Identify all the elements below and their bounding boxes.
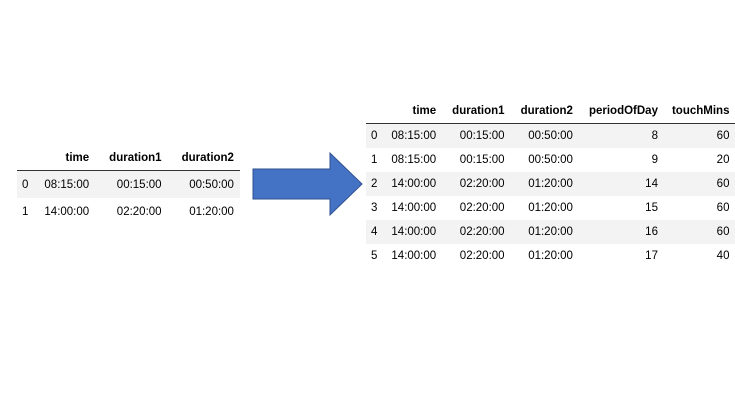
row-index: 0 [371,130,378,142]
cell-time: 14:00:00 [391,178,437,190]
output-dataframe-table: time duration1 duration2 periodOfDay tou… [366,99,735,268]
cell-duration2: 00:50:00 [528,130,573,142]
row-index: 4 [371,226,378,238]
cell-duration2: 01:20:00 [528,178,573,190]
input-dataframe-table: time duration1 duration2 0 08:15:00 00:1… [17,146,240,225]
cell-touchmins: 60 [716,178,730,190]
cell-periodofday: 17 [645,250,658,262]
table-row: 2 14:00:00 02:20:00 01:20:00 14 60 [366,172,735,196]
cell-touchmins: 20 [716,154,730,166]
table-row: 5 14:00:00 02:20:00 01:20:00 17 40 [366,244,735,268]
table-header-row: time duration1 duration2 periodOfDay tou… [366,99,735,124]
table-row: 0 08:15:00 00:15:00 00:50:00 8 60 [366,123,735,148]
cell-duration1: 02:20:00 [459,178,505,190]
row-index: 1 [22,205,29,218]
cell-periodofday: 16 [645,226,658,238]
table-header-row: time duration1 duration2 [17,146,240,171]
column-header-duration2: duration2 [520,105,573,117]
column-header-touchmins: touchMins [671,105,730,117]
column-header-duration2: duration2 [181,152,234,164]
cell-time: 14:00:00 [391,250,437,262]
right-arrow-icon [252,151,363,217]
cell-periodofday: 14 [645,178,658,190]
cell-duration1: 02:20:00 [459,226,505,238]
cell-time: 08:15:00 [391,130,437,142]
table-row: 3 14:00:00 02:20:00 01:20:00 15 60 [366,196,735,220]
cell-time: 14:00:00 [44,205,90,218]
column-header-time: time [412,105,437,117]
cell-duration1: 02:20:00 [116,205,162,218]
cell-periodofday: 9 [651,154,658,166]
cell-time: 14:00:00 [391,202,437,214]
row-index: 5 [371,250,378,262]
cell-touchmins: 60 [716,202,730,214]
row-index: 1 [371,154,378,166]
cell-periodofday: 15 [645,202,658,214]
table-row: 0 08:15:00 00:15:00 00:50:00 [17,170,240,198]
index-header [17,146,34,171]
cell-duration1: 02:20:00 [459,202,505,214]
cell-duration2: 01:20:00 [189,205,234,218]
cell-duration2: 01:20:00 [528,250,573,262]
cell-duration2: 00:50:00 [528,154,573,166]
row-index: 3 [371,202,378,214]
column-header-time: time [65,152,90,164]
column-header-duration1: duration1 [109,152,162,164]
cell-duration2: 01:20:00 [528,226,573,238]
column-header-periodofday: periodOfDay [588,105,658,117]
cell-duration1: 00:15:00 [116,178,162,191]
table-row: 4 14:00:00 02:20:00 01:20:00 16 60 [366,220,735,244]
slide-canvas: time duration1 duration2 0 08:15:00 00:1… [17,105,735,262]
column-header-duration1: duration1 [452,105,505,117]
row-index: 0 [22,178,29,191]
arrow-shape [252,151,363,217]
table-row: 1 08:15:00 00:15:00 00:50:00 9 20 [366,148,735,172]
cell-touchmins: 40 [716,250,730,262]
cell-time: 14:00:00 [391,226,437,238]
cell-time: 08:15:00 [391,154,437,166]
cell-touchmins: 60 [716,226,730,238]
cell-duration1: 00:15:00 [459,154,505,166]
cell-touchmins: 60 [716,130,730,142]
cell-time: 08:15:00 [44,178,90,191]
cell-duration2: 01:20:00 [528,202,573,214]
cell-duration1: 02:20:00 [459,250,505,262]
table-row: 1 14:00:00 02:20:00 01:20:00 [17,198,240,225]
index-header [366,99,383,124]
cell-duration2: 00:50:00 [189,178,234,191]
row-index: 2 [371,178,378,190]
cell-duration1: 00:15:00 [459,130,505,142]
cell-periodofday: 8 [651,130,658,142]
